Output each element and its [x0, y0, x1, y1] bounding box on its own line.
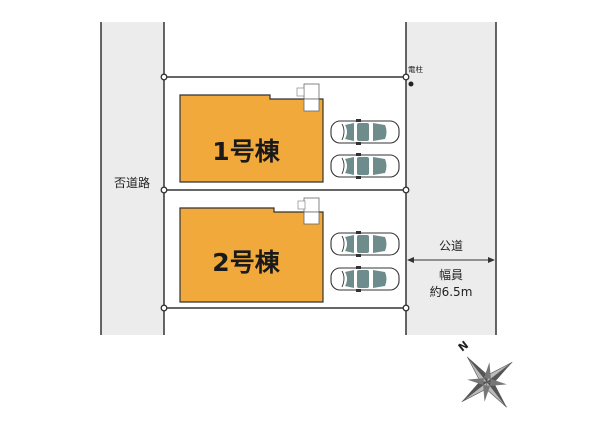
- building-1-label: 1号棟: [212, 137, 280, 166]
- car-top-view-icon: [330, 119, 400, 145]
- building-2: [179, 207, 324, 303]
- compass-rose-icon: [461, 356, 513, 408]
- boundary-marker: [160, 73, 168, 81]
- boundary-markers: [160, 73, 410, 312]
- car-top-view-icon: [330, 266, 400, 292]
- building-1-porch-step: [303, 98, 320, 112]
- building-2-label: 2号棟: [212, 248, 280, 277]
- building-2-porch: [303, 197, 320, 213]
- left-road: [101, 22, 164, 335]
- road-width-value: 約6.5m: [430, 284, 473, 299]
- right-road-label: 公道: [439, 239, 463, 253]
- boundary-marker: [402, 186, 410, 194]
- building-1-outdoor-unit: [296, 87, 305, 97]
- road-width-arrow: [407, 257, 495, 263]
- boundary-marker: [402, 304, 410, 312]
- utility-pole-dot: [408, 81, 414, 87]
- utility-pole-label: 電柱: [408, 64, 423, 74]
- building-2-porch-step: [303, 211, 320, 225]
- building-1: [179, 94, 324, 183]
- road-width-label: 幅員: [439, 267, 463, 282]
- compass-north-label: N: [456, 338, 471, 354]
- left-road-label: 否道路: [114, 175, 150, 190]
- boundary-marker: [160, 186, 168, 194]
- building-1-porch: [303, 83, 320, 100]
- car-top-view-icon: [330, 153, 400, 179]
- car-top-view-icon: [330, 231, 400, 257]
- boundary-marker: [160, 304, 168, 312]
- building-2-outdoor-unit: [297, 200, 306, 210]
- boundary-marker: [402, 73, 410, 81]
- right-road: [406, 22, 496, 335]
